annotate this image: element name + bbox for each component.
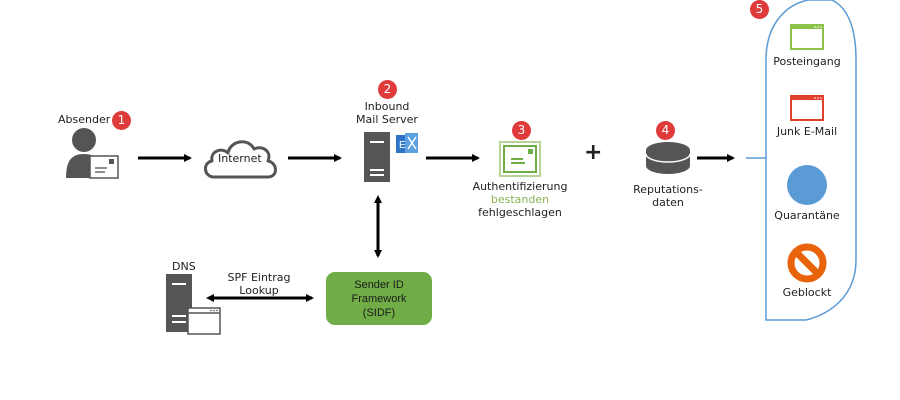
plus-sign: + [584,140,603,165]
outcomes-container [765,0,857,321]
step-badge-1: 1 [112,111,131,130]
sidf-box: Sender ID Framework (SIDF) [326,272,432,325]
inbound-label-line1: Inbound [364,100,410,113]
blocked-icon [787,243,827,283]
sender-person-icon [66,128,119,179]
auth-status-passed: bestanden [490,193,550,206]
step-badge-3: 3 [512,121,531,140]
junk-window-icon [790,95,824,121]
reputation-label-line2: daten [652,196,684,209]
outcome-junk-label: Junk E-Mail [776,125,838,138]
internet-label: Internet [218,152,262,165]
spf-label-line2: Lookup [239,284,279,297]
mail-server-icon [364,132,390,182]
step-badge-2: 2 [378,80,397,99]
svg-text:E: E [399,140,406,151]
dns-server-icon [166,274,221,335]
authentication-label: Authentifizierung bestanden fehlgeschlag… [465,180,575,219]
auth-label-title: Authentifizierung [472,180,568,193]
exchange-logo-icon: E [396,133,418,153]
step-badge-5: 5 [750,0,769,19]
auth-status-failed: fehlgeschlagen [478,206,562,219]
outcome-inbox-label: Posteingang [773,55,841,68]
sidf-line2: Framework [351,292,407,305]
reputation-label: Reputations- daten [626,183,710,209]
outcome-quarantine-label: Quarantäne [774,209,840,222]
sidf-line1: Sender ID [354,278,404,291]
inbound-server-label: Inbound Mail Server [350,100,424,126]
quarantine-circle-icon [787,165,827,205]
outcome-blocked-label: Geblockt [782,286,832,299]
step-badge-4: 4 [656,121,675,140]
inbound-label-line2: Mail Server [356,113,418,126]
dns-label: DNS [172,260,196,273]
sender-label: Absender [58,113,111,126]
authentication-envelope-icon [499,141,541,177]
sidf-line3: (SIDF) [362,306,396,319]
reputation-database-icon [645,142,691,174]
internet-cloud-icon [204,140,277,179]
inbox-window-icon [790,24,824,50]
spf-label-line1: SPF Eintrag [227,271,291,284]
spf-lookup-label: SPF Eintrag Lookup [224,271,294,297]
reputation-label-line1: Reputations- [633,183,703,196]
